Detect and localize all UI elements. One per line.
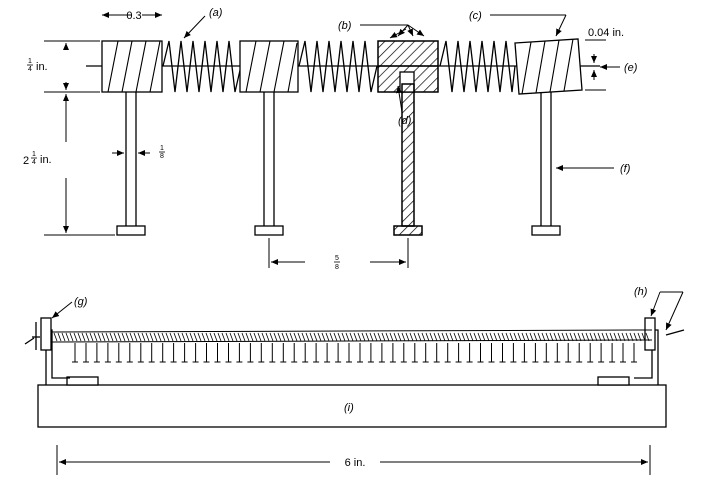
svg-text:5: 5 (335, 255, 339, 262)
pendulum-array (72, 343, 637, 363)
spring-2 (298, 40, 378, 93)
post-d-hatched (393, 83, 423, 236)
svg-text:4: 4 (32, 159, 36, 166)
label-h: (h) (634, 286, 648, 298)
label-i: (i) (344, 402, 354, 414)
svg-text:1: 1 (32, 151, 36, 158)
post-2 (254, 92, 284, 236)
label-g: (g) (74, 296, 88, 308)
top-detail-view (44, 12, 620, 268)
post-f (531, 92, 561, 236)
spring-3 (439, 40, 516, 93)
label-d: (d) (398, 115, 412, 127)
dim-post-height: 2 1 4 in. (23, 151, 52, 167)
label-f: (f) (620, 163, 631, 175)
label-c: (c) (469, 10, 482, 22)
dim-spacing-top: 0.3 (126, 10, 141, 22)
label-e: (e) (624, 62, 638, 74)
svg-text:4: 4 (28, 66, 32, 73)
bracket-g (40, 317, 52, 351)
dim-post-thickness: 1 8 (159, 145, 165, 160)
svg-text:8: 8 (160, 153, 164, 160)
post-1 (116, 92, 146, 236)
label-b: (b) (338, 20, 352, 32)
spring-1 (162, 40, 242, 93)
base-platform (37, 384, 667, 428)
leader-lines (183, 14, 620, 171)
assembly-view (24, 291, 685, 475)
label-a: (a) (209, 7, 223, 19)
coil-block-1 (101, 40, 163, 93)
dim-post-spacing: 5 8 (334, 255, 340, 271)
dimension-lines (44, 12, 606, 268)
dim-overall-length: 6 in. (345, 457, 366, 469)
svg-text:1: 1 (28, 58, 32, 65)
coil-block-c (514, 38, 583, 95)
svg-text:in.: in. (36, 61, 48, 73)
coil-block-2 (239, 40, 299, 93)
svg-text:in.: in. (40, 154, 52, 166)
svg-text:1: 1 (160, 145, 164, 152)
dim-block-height: 1 4 in. (27, 58, 48, 73)
bracket-h (644, 317, 656, 351)
svg-text:8: 8 (335, 264, 339, 271)
svg-text:2: 2 (23, 155, 29, 167)
dim-gap: 0.04 in. (588, 27, 624, 39)
spring-rod (53, 332, 650, 342)
